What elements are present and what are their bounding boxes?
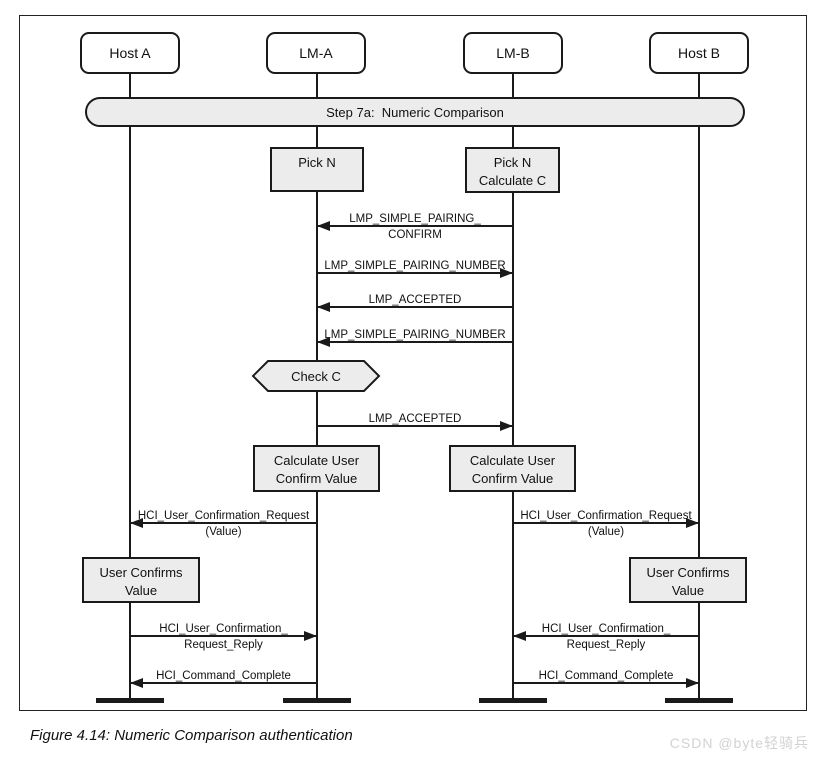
message-label: Request_Reply [184, 639, 263, 651]
message-hci-command-complete-b: HCI_Command_Complete [513, 670, 699, 688]
message-line [317, 225, 513, 227]
message-line [317, 425, 513, 427]
process-box-user-confirms-b: User Confirms Value [629, 557, 747, 603]
figure-caption: Figure 4.14: Numeric Comparison authenti… [30, 727, 353, 744]
message-line [130, 635, 317, 637]
message-label: (Value) [205, 526, 242, 538]
message-label: LMP_ACCEPTED [368, 294, 462, 306]
arrowhead-right-icon [500, 268, 513, 278]
message-hci-user-confirmation-request-reply-b: HCI_User_Confirmation_ Request_Reply [513, 623, 699, 651]
arrowhead-left-icon [513, 631, 526, 641]
arrowhead-left-icon [317, 302, 330, 312]
actor-box-lm-a: LM-A [266, 32, 366, 74]
step-banner: Step 7a: Numeric Comparison [85, 97, 745, 127]
process-box-pick-n-calculate-c: Pick N Calculate C [465, 147, 560, 193]
message-label: HCI_User_Confirmation_Request [520, 510, 692, 522]
lifeline-terminator-host-a [96, 698, 164, 703]
lifeline-lm-b [512, 74, 514, 700]
message-label: Request_Reply [566, 639, 646, 651]
process-box-line: User Confirms [99, 565, 183, 580]
process-box-line: Value [124, 583, 158, 598]
message-line [513, 522, 699, 524]
message-line [317, 341, 513, 343]
process-box-line: Confirm Value [471, 471, 554, 486]
lifeline-terminator-host-b [665, 698, 733, 703]
process-box-line: Calculate User [273, 453, 360, 468]
lifeline-terminator-lm-a [283, 698, 351, 703]
actor-box-host-b: Host B [649, 32, 749, 74]
message-label: CONFIRM [388, 229, 442, 241]
process-box-calc-user-confirm-b: Calculate User Confirm Value [449, 445, 576, 492]
message-label: HCI_User_Confirmation_Request [137, 510, 310, 522]
message-line [317, 272, 513, 274]
message-label: LMP_SIMPLE_PAIRING_ [349, 213, 481, 225]
message-label: LMP_SIMPLE_PAIRING_NUMBER [324, 329, 506, 341]
message-hci-command-complete-a: HCI_Command_Complete [130, 670, 317, 688]
arrowhead-left-icon [317, 221, 330, 231]
message-label: LMP_SIMPLE_PAIRING_NUMBER [324, 260, 506, 272]
message-line [513, 635, 699, 637]
message-line [130, 522, 317, 524]
message-label: HCI_User_Confirmation_ [159, 623, 288, 635]
message-label: LMP_ACCEPTED [368, 413, 462, 425]
hexagon-shape-icon [251, 360, 381, 392]
lifeline-host-b [698, 74, 700, 700]
arrowhead-right-icon [500, 421, 513, 431]
actor-box-host-a: Host A [80, 32, 180, 74]
hexagon-label: Check C [291, 368, 341, 384]
message-lmp-simple-pairing-confirm: LMP_SIMPLE_PAIRING_ CONFIRM [317, 213, 513, 241]
message-line [130, 682, 317, 684]
process-box-user-confirms-a: User Confirms Value [82, 557, 200, 603]
arrowhead-right-icon [686, 518, 699, 528]
message-lmp-accepted-2: LMP_ACCEPTED [317, 413, 513, 431]
message-label: (Value) [587, 526, 625, 538]
process-box-line: Confirm Value [275, 471, 358, 486]
message-lmp-accepted-1: LMP_ACCEPTED [317, 294, 513, 312]
message-label: HCI_Command_Complete [156, 670, 291, 682]
arrowhead-left-icon [130, 678, 143, 688]
message-hci-user-confirmation-request-a: HCI_User_Confirmation_Request (Value) [130, 510, 317, 538]
process-box-line: Calculate C [478, 173, 547, 188]
message-hci-user-confirmation-request-b: HCI_User_Confirmation_Request (Value) [513, 510, 699, 538]
process-box-line: Pick N [298, 155, 336, 170]
arrowhead-left-icon [130, 518, 143, 528]
process-box-line: Value [671, 583, 705, 598]
arrowhead-right-icon [686, 678, 699, 688]
arrowhead-right-icon [304, 631, 317, 641]
message-hci-user-confirmation-request-reply-a: HCI_User_Confirmation_ Request_Reply [130, 623, 317, 651]
process-box-line: User Confirms [646, 565, 730, 580]
process-box-line: Pick N [493, 155, 532, 170]
process-box-pick-n: Pick N [270, 147, 364, 192]
lifeline-terminator-lm-b [479, 698, 547, 703]
message-line [513, 682, 699, 684]
message-lmp-simple-pairing-number-2: LMP_SIMPLE_PAIRING_NUMBER [317, 329, 513, 347]
process-box-line: Calculate User [469, 453, 556, 468]
message-label: HCI_Command_Complete [538, 670, 674, 682]
process-box-calc-user-confirm-a: Calculate User Confirm Value [253, 445, 380, 492]
message-line [317, 306, 513, 308]
actor-box-lm-b: LM-B [463, 32, 563, 74]
watermark-text: CSDN @byte轻骑兵 [669, 735, 809, 751]
arrowhead-left-icon [317, 337, 330, 347]
decision-hexagon-check-c: Check C [251, 359, 381, 393]
lifeline-host-a [129, 74, 131, 700]
message-label: HCI_User_Confirmation_ [541, 623, 671, 635]
message-lmp-simple-pairing-number-1: LMP_SIMPLE_PAIRING_NUMBER [317, 260, 513, 278]
